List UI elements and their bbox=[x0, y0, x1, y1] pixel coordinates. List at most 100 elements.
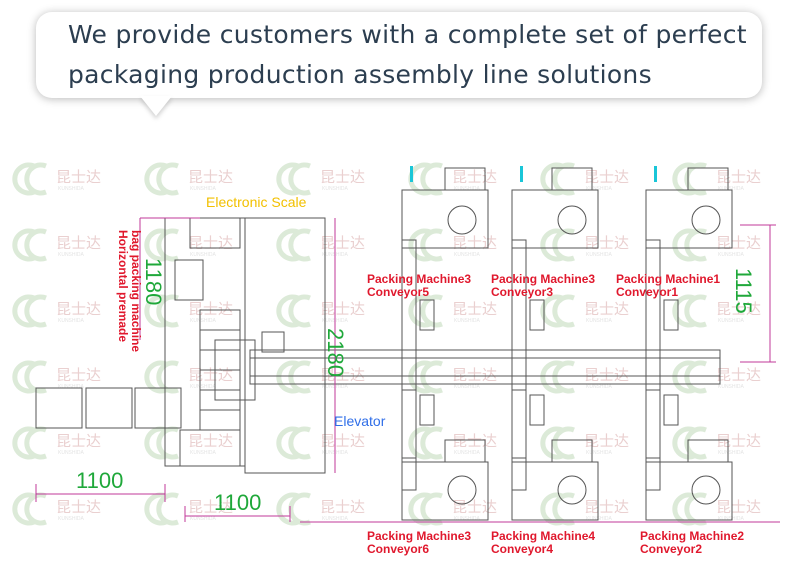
watermark-logo-icon bbox=[276, 492, 311, 526]
machine-label-line2: Conveyor2 bbox=[640, 542, 702, 556]
watermark-logo-icon bbox=[144, 162, 179, 196]
watermark-logo-icon bbox=[672, 360, 707, 394]
machine-label-line2: Conveyor3 bbox=[491, 285, 553, 299]
watermark-text: 昆士达 bbox=[584, 169, 629, 186]
watermark-text: 昆士达 bbox=[716, 301, 761, 318]
machine-label-bottom-2: Packing Machine4 Conveyor4 bbox=[491, 529, 595, 556]
watermark-logo-icon bbox=[672, 162, 707, 196]
watermark-logo-icon bbox=[276, 294, 311, 328]
watermark-logo-icon bbox=[144, 492, 179, 526]
watermark-logo-icon bbox=[144, 294, 179, 328]
watermark-subtext: KUNSHIDA bbox=[58, 318, 85, 324]
machine-label-line1: Packing Machine2 bbox=[640, 529, 744, 543]
watermark-logo-icon bbox=[540, 492, 575, 526]
watermark-logo-icon bbox=[540, 294, 575, 328]
watermark-text: 昆士达 bbox=[188, 235, 233, 252]
watermark-text: 昆士达 bbox=[56, 301, 101, 318]
watermark-logo-icon bbox=[408, 294, 443, 328]
watermark-logo-icon bbox=[12, 426, 47, 460]
watermark-logo-icon bbox=[276, 162, 311, 196]
watermark-subtext: KUNSHIDA bbox=[322, 186, 349, 192]
watermark-logo-icon bbox=[408, 492, 443, 526]
machine-label-line1: Packing Machine3 bbox=[367, 529, 471, 543]
watermark-text: 昆士达 bbox=[452, 169, 497, 186]
watermark-subtext: KUNSHIDA bbox=[322, 516, 349, 522]
watermark-logo-icon bbox=[672, 294, 707, 328]
watermark-logo-icon bbox=[408, 360, 443, 394]
watermark-layer: 昆士达KUNSHIDA昆士达KUNSHIDA昆士达KUNSHIDA昆士达KUNS… bbox=[12, 162, 761, 526]
watermark-subtext: KUNSHIDA bbox=[190, 450, 217, 456]
watermark-subtext: KUNSHIDA bbox=[586, 450, 613, 456]
machine-label-bottom-1: Packing Machine3 Conveyor6 bbox=[367, 529, 471, 556]
watermark-text: 昆士达 bbox=[716, 499, 761, 516]
watermark-subtext: KUNSHIDA bbox=[58, 384, 85, 390]
dimension-lines bbox=[35, 217, 780, 523]
watermark-text: 昆士达 bbox=[716, 235, 761, 252]
watermark-logo-icon bbox=[12, 360, 47, 394]
watermark-subtext: KUNSHIDA bbox=[586, 318, 613, 324]
dimension-1100-middle: 1100 bbox=[214, 490, 261, 515]
watermark-text: 昆士达 bbox=[716, 367, 761, 384]
watermark-subtext: KUNSHIDA bbox=[190, 516, 217, 522]
watermark-subtext: KUNSHIDA bbox=[454, 384, 481, 390]
watermark-subtext: KUNSHIDA bbox=[58, 252, 85, 258]
watermark-text: 昆士达 bbox=[188, 367, 233, 384]
header-speech-bubble bbox=[36, 12, 762, 98]
watermark-logo-icon bbox=[144, 228, 179, 262]
watermark-subtext: KUNSHIDA bbox=[454, 186, 481, 192]
horizontal-machine-label: Horizontal premade bag packing machine bbox=[116, 230, 143, 352]
watermark-subtext: KUNSHIDA bbox=[190, 252, 217, 258]
watermark-logo-icon bbox=[408, 426, 443, 460]
watermark-subtext: KUNSHIDA bbox=[586, 186, 613, 192]
machine-label-top-3: Packing Machine1 Conveyor1 bbox=[616, 272, 720, 299]
conveyor-motors bbox=[419, 299, 679, 426]
watermark-text: 昆士达 bbox=[320, 235, 365, 252]
watermark-text: 昆士达 bbox=[320, 301, 365, 318]
machine-label-top-1: Packing Machine3 Conveyor5 bbox=[367, 272, 471, 299]
watermark-logo-icon bbox=[540, 162, 575, 196]
watermark-text: 昆士达 bbox=[584, 433, 629, 450]
machine-label-line1: Packing Machine3 bbox=[491, 272, 595, 286]
watermark-text: 昆士达 bbox=[716, 169, 761, 186]
top-packing-machines bbox=[401, 167, 733, 249]
machine-label-bottom-3: Packing Machine2 Conveyor2 bbox=[640, 529, 744, 556]
dimension-1100-left: 1100 bbox=[76, 468, 123, 493]
machine-label-line2: Conveyor5 bbox=[367, 285, 429, 299]
horizontal-machine-label-2: bag packing machine bbox=[129, 230, 143, 352]
elevator-label: Elevator bbox=[334, 413, 386, 429]
horizontal-bag-packing-machine bbox=[164, 217, 326, 474]
watermark-text: 昆士达 bbox=[56, 433, 101, 450]
header-line-1: We provide customers with a complete set… bbox=[68, 20, 747, 49]
watermark-subtext: KUNSHIDA bbox=[718, 318, 745, 324]
watermark-logo-icon bbox=[12, 162, 47, 196]
watermark-subtext: KUNSHIDA bbox=[718, 252, 745, 258]
vertical-conveyors bbox=[401, 239, 661, 491]
watermark-subtext: KUNSHIDA bbox=[454, 516, 481, 522]
watermark-subtext: KUNSHIDA bbox=[718, 516, 745, 522]
machine-label-line2: Conveyor1 bbox=[616, 285, 678, 299]
watermark-subtext: KUNSHIDA bbox=[454, 450, 481, 456]
watermark-subtext: KUNSHIDA bbox=[586, 384, 613, 390]
header-line-2: packaging production assembly line solut… bbox=[68, 60, 652, 89]
watermark-text: 昆士达 bbox=[56, 367, 101, 384]
machine-label-line1: Packing Machine3 bbox=[367, 272, 471, 286]
watermark-text: 昆士达 bbox=[320, 169, 365, 186]
dimension-1115: 1115 bbox=[731, 268, 756, 314]
watermark-text: 昆士达 bbox=[452, 235, 497, 252]
watermark-subtext: KUNSHIDA bbox=[58, 450, 85, 456]
dimension-2180: 2180 bbox=[323, 328, 348, 377]
watermark-subtext: KUNSHIDA bbox=[190, 384, 217, 390]
watermark-logo-icon bbox=[408, 162, 443, 196]
watermark-logo-icon bbox=[672, 426, 707, 460]
dimension-1180: 1180 bbox=[141, 258, 166, 305]
watermark-text: 昆士达 bbox=[320, 499, 365, 516]
left-bin-boxes bbox=[35, 387, 182, 429]
watermark-logo-icon bbox=[540, 360, 575, 394]
watermark-subtext: KUNSHIDA bbox=[718, 186, 745, 192]
watermark-subtext: KUNSHIDA bbox=[190, 318, 217, 324]
watermark-logo-icon bbox=[540, 426, 575, 460]
watermark-logo-icon bbox=[540, 228, 575, 262]
watermark-text: 昆士达 bbox=[716, 433, 761, 450]
watermark-text: 昆士达 bbox=[188, 433, 233, 450]
watermark-subtext: KUNSHIDA bbox=[454, 318, 481, 324]
